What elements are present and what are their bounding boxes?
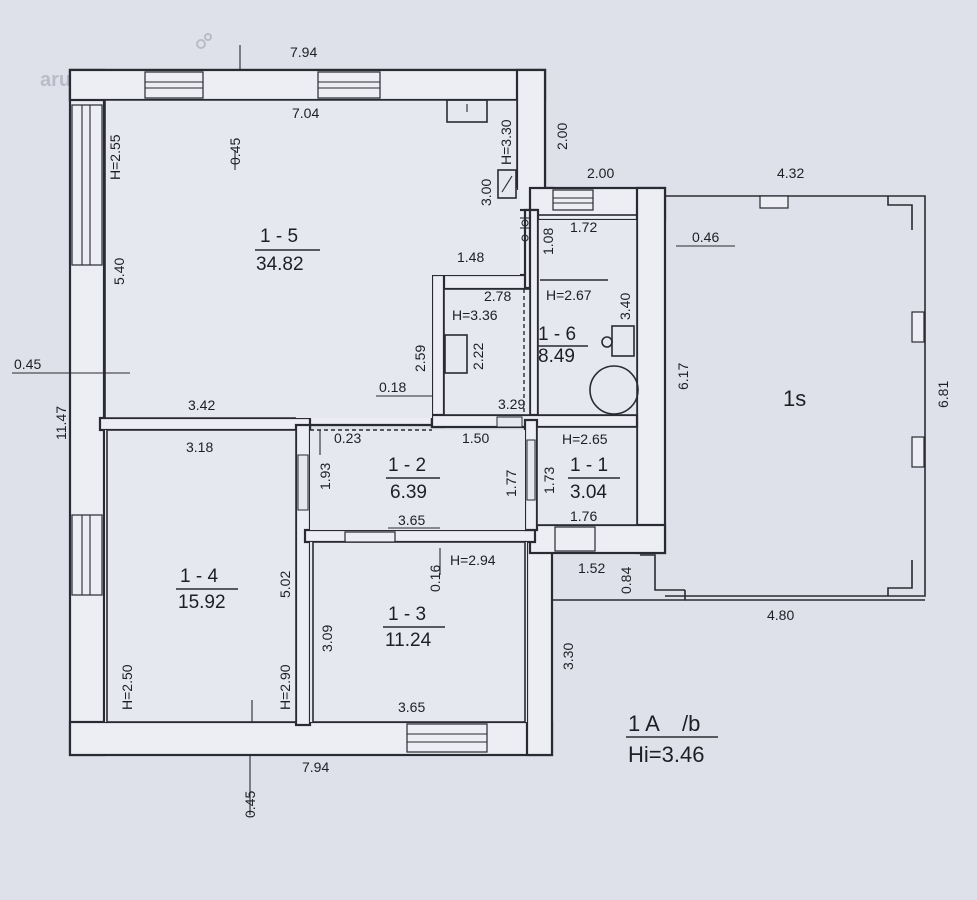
watermark-bubble-icon: [204, 33, 212, 41]
room-1-3-id: 1 - 3: [388, 604, 426, 625]
window: [344, 531, 396, 543]
stove-icon: [497, 169, 517, 199]
dimension-label: 6.81: [935, 381, 951, 408]
window: [554, 526, 596, 552]
height-label: H=2.94: [450, 552, 496, 568]
dimension-label: 1.50: [462, 430, 489, 446]
watermark-bubble-icon: [196, 39, 206, 49]
garage-outline: [552, 195, 926, 601]
dimension-label: 3.30: [560, 643, 576, 670]
shower-icon: [589, 365, 639, 415]
window: [71, 514, 103, 596]
room-1-1-id: 1 - 1: [570, 455, 608, 476]
room-1-4-area: 15.92: [178, 592, 226, 613]
room-fills: [105, 100, 637, 722]
window: [552, 189, 594, 211]
interior-walls: [98, 208, 639, 727]
garage-pillar: [911, 311, 925, 343]
dimension-label: 0.45: [227, 138, 243, 165]
dimension-label: 5.02: [277, 571, 293, 598]
dimension-label: 3.65: [398, 512, 425, 528]
dimension-label: 1.48: [457, 249, 484, 265]
room-outlines: [104, 99, 638, 723]
dimension-label: 7.04: [292, 105, 319, 121]
dimension-label: 3.18: [186, 439, 213, 455]
dimension-label: 2.59: [412, 345, 428, 372]
room-1s-id: 1s: [783, 386, 806, 411]
dimension-label: 0.45: [14, 356, 41, 372]
height-label: H=2.90: [277, 664, 293, 710]
height-label: H=2.55: [107, 134, 123, 180]
room-1-1-area: 3.04: [570, 482, 607, 503]
dimension-label: 3.42: [188, 397, 215, 413]
windows: [71, 71, 596, 753]
dimension-label: 0.16: [427, 565, 443, 592]
dimension-label: 2.78: [484, 288, 511, 304]
doors: [297, 416, 536, 511]
dimension-label: 2.00: [554, 123, 570, 150]
room-1-4-id: 1 - 4: [180, 566, 218, 587]
dimension-label: 1.93: [317, 463, 333, 490]
room-1-2-area: 6.39: [390, 482, 427, 503]
window: [71, 104, 103, 266]
height-label: H=3.30: [498, 119, 514, 165]
dimension-label: 6.17: [675, 363, 691, 390]
height-label: H=2.65: [562, 431, 608, 447]
dimension-label: 1.72: [570, 219, 597, 235]
dimension-label: 3.00: [478, 179, 494, 206]
legend-code-suffix: /b: [682, 711, 700, 736]
height-label: H=3.36: [452, 307, 498, 323]
dimension-label: 0.46: [692, 229, 719, 245]
legend-height: Hi=3.46: [628, 742, 704, 767]
dimension-label: 1.08: [540, 228, 556, 255]
dimension-label: 4.80: [767, 607, 794, 623]
dimension-label: 3.09: [319, 625, 335, 652]
dimension-label: 11.47: [53, 406, 69, 440]
dimension-label: 1.52: [578, 560, 605, 576]
window: [317, 71, 381, 99]
dimension-label: 5.40: [111, 258, 127, 285]
dimension-label: 3.29: [498, 396, 525, 412]
dimension-label: 0.45: [242, 791, 258, 818]
room-1-6-id: 1 - 6: [538, 324, 576, 345]
dimension-label: 1.77: [503, 470, 519, 497]
window: [406, 723, 488, 753]
dimension-lines: [12, 45, 735, 815]
dimension-label: 7.94: [290, 44, 317, 60]
garage-pillar: [911, 436, 925, 468]
garage-pillar: [759, 195, 789, 209]
room-1-2-id: 1 - 2: [388, 455, 426, 476]
room-1-5-id: 1 - 5: [260, 226, 298, 247]
dimension-label: 2.00: [587, 165, 614, 181]
dimension-label: 1.73: [541, 467, 557, 494]
dimension-label: 1.76: [570, 508, 597, 524]
sink-icon: [446, 99, 488, 123]
room-1-5-area: 34.82: [256, 254, 304, 275]
dimension-label: 3.40: [617, 293, 633, 320]
boiler-icon: [444, 334, 468, 374]
legend-code: 1 A: [628, 711, 660, 736]
dimension-label: 4.32: [777, 165, 804, 181]
dimension-label: 0.18: [379, 379, 406, 395]
fixtures: [444, 99, 639, 415]
room-1-6-area: 8.49: [538, 346, 575, 367]
window: [144, 71, 204, 99]
height-label: H=2.67: [546, 287, 592, 303]
dimension-label: 3.65: [398, 699, 425, 715]
dimension-label: 0.84: [618, 567, 634, 594]
dimension-label: 7.94: [302, 759, 329, 775]
dimension-label: 2.22: [470, 343, 486, 370]
dimension-label: 0.23: [334, 430, 361, 446]
room-1-3-area: 11.24: [385, 630, 432, 651]
height-label: H=2.50: [119, 664, 135, 710]
